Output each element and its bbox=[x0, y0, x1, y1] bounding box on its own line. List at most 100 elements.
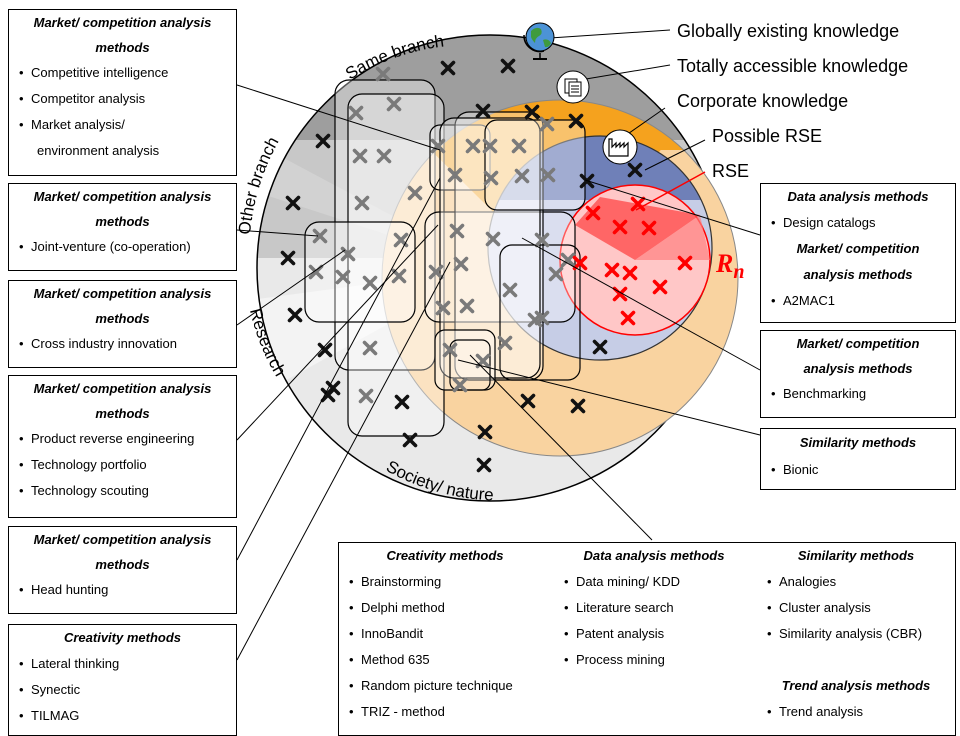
list-item: Head hunting bbox=[19, 577, 236, 603]
rse-cross bbox=[622, 265, 638, 281]
list-item: Competitor analysis bbox=[19, 86, 236, 112]
knowledge-cross bbox=[315, 133, 331, 149]
list-item: Method 635 bbox=[349, 647, 551, 673]
knowledge-cross bbox=[477, 424, 493, 440]
knowledge-cross-gray bbox=[534, 232, 550, 248]
knowledge-cross-gray bbox=[375, 66, 391, 82]
rse-cross bbox=[612, 219, 628, 235]
left-box-3: Market/ competition analysis methods Cro… bbox=[8, 280, 237, 368]
list-item: Product reverse engineering bbox=[19, 426, 236, 452]
knowledge-cross bbox=[475, 103, 491, 119]
knowledge-cross-gray bbox=[459, 298, 475, 314]
left-box-4: Market/ competition analysis methods Pro… bbox=[8, 375, 237, 518]
list-item: Technology portfolio bbox=[19, 452, 236, 478]
knowledge-cross-gray bbox=[560, 252, 576, 268]
factory-icon bbox=[602, 129, 638, 165]
knowledge-cross-gray bbox=[358, 388, 374, 404]
list-item: Delphi method bbox=[349, 595, 551, 621]
legend-accessible: Totally accessible knowledge bbox=[677, 56, 908, 76]
knowledge-cross bbox=[320, 387, 336, 403]
knowledge-cross bbox=[285, 195, 301, 211]
knowledge-cross-gray bbox=[514, 168, 530, 184]
list-item: Analogies bbox=[767, 569, 955, 595]
knowledge-cross-gray bbox=[435, 300, 451, 316]
list-item: Similarity analysis (CBR) bbox=[767, 621, 955, 647]
list-item: Process mining bbox=[564, 647, 754, 673]
rse-cross bbox=[572, 255, 588, 271]
list-item: Cluster analysis bbox=[767, 595, 955, 621]
list-item: Patent analysis bbox=[564, 621, 754, 647]
knowledge-cross bbox=[568, 113, 584, 129]
box-heading: Market/ competition analysis methods bbox=[33, 381, 212, 421]
box-heading: Creativity methods bbox=[386, 548, 504, 563]
list-item: Bionic bbox=[771, 457, 955, 483]
legend-corporate: Corporate knowledge bbox=[677, 91, 848, 111]
bottom-col-data-analysis: Data analysis methods Data mining/ KDD L… bbox=[554, 543, 754, 673]
list-item: A2MAC1 bbox=[771, 288, 955, 314]
globe-icon bbox=[523, 22, 555, 60]
list-item: Lateral thinking bbox=[19, 651, 236, 677]
right-box-2: Market/ competition analysis methods Ben… bbox=[760, 330, 956, 418]
knowledge-cross-gray bbox=[452, 377, 468, 393]
list-item: TRIZ - method bbox=[349, 699, 551, 725]
list-item: Trend analysis bbox=[767, 699, 955, 725]
box-heading: Market/ competition analysis methods bbox=[33, 189, 212, 229]
bottom-box: Creativity methods Brainstorming Delphi … bbox=[338, 542, 956, 736]
knowledge-cross bbox=[280, 250, 296, 266]
knowledge-cross-gray bbox=[354, 195, 370, 211]
list-item: Competitive intelligence bbox=[19, 60, 236, 86]
knowledge-cross bbox=[287, 307, 303, 323]
list-item: Joint-venture (co-operation) bbox=[19, 234, 236, 260]
legend-possible-rse: Possible RSE bbox=[712, 126, 822, 146]
knowledge-cross-gray bbox=[312, 228, 328, 244]
rse-cross bbox=[677, 255, 693, 271]
box-heading: Market/ competition analysis methods bbox=[796, 241, 920, 282]
knowledge-cross-gray bbox=[449, 223, 465, 239]
list-item: InnoBandit bbox=[349, 621, 551, 647]
knowledge-cross-gray bbox=[362, 275, 378, 291]
knowledge-cross bbox=[524, 104, 540, 120]
knowledge-cross-gray bbox=[540, 167, 556, 183]
box-heading: Similarity methods bbox=[799, 435, 917, 450]
knowledge-cross-gray bbox=[497, 335, 513, 351]
legend-global: Globally existing knowledge bbox=[677, 21, 899, 41]
knowledge-cross-gray bbox=[465, 138, 481, 154]
left-box-1: Market/ competition analysis methods Com… bbox=[8, 9, 237, 176]
knowledge-cross bbox=[317, 342, 333, 358]
list-item: Benchmarking bbox=[771, 381, 955, 407]
knowledge-cross-gray bbox=[539, 116, 555, 132]
knowledge-cross bbox=[627, 162, 643, 178]
knowledge-cross bbox=[476, 457, 492, 473]
knowledge-cross bbox=[440, 60, 456, 76]
knowledge-cross-gray bbox=[511, 138, 527, 154]
knowledge-cross-gray bbox=[527, 312, 543, 328]
knowledge-cross-gray bbox=[548, 266, 564, 282]
box-heading: Market/ competition analysis methods bbox=[33, 15, 212, 55]
knowledge-cross-gray bbox=[308, 264, 324, 280]
knowledge-cross-gray bbox=[386, 96, 402, 112]
knowledge-cross-gray bbox=[447, 167, 463, 183]
knowledge-cross-gray bbox=[391, 268, 407, 284]
box-heading: Market/ competition analysis methods bbox=[33, 286, 212, 326]
list-item: Literature search bbox=[564, 595, 754, 621]
connector-lines bbox=[236, 29, 761, 661]
box-heading: Data analysis methods bbox=[583, 548, 725, 563]
right-box-1: Data analysis methods Design catalogs Ma… bbox=[760, 183, 956, 323]
list-item: Brainstorming bbox=[349, 569, 551, 595]
knowledge-cross bbox=[570, 398, 586, 414]
rse-cross bbox=[641, 220, 657, 236]
list-item: Cross industry innovation bbox=[19, 331, 236, 357]
documents-icon bbox=[556, 70, 590, 104]
knowledge-cross-gray bbox=[352, 148, 368, 164]
rse-cross bbox=[620, 310, 636, 326]
knowledge-cross-gray bbox=[335, 269, 351, 285]
knowledge-cross bbox=[402, 432, 418, 448]
bottom-col-similarity: Similarity methods Analogies Cluster ana… bbox=[757, 543, 955, 725]
box-heading: Creativity methods bbox=[63, 630, 182, 645]
box-heading: Similarity methods bbox=[797, 548, 915, 563]
knowledge-cross bbox=[394, 394, 410, 410]
knowledge-cross-gray bbox=[430, 138, 446, 154]
left-box-5: Market/ competition analysis methods Hea… bbox=[8, 526, 237, 614]
knowledge-cross-gray bbox=[502, 282, 518, 298]
